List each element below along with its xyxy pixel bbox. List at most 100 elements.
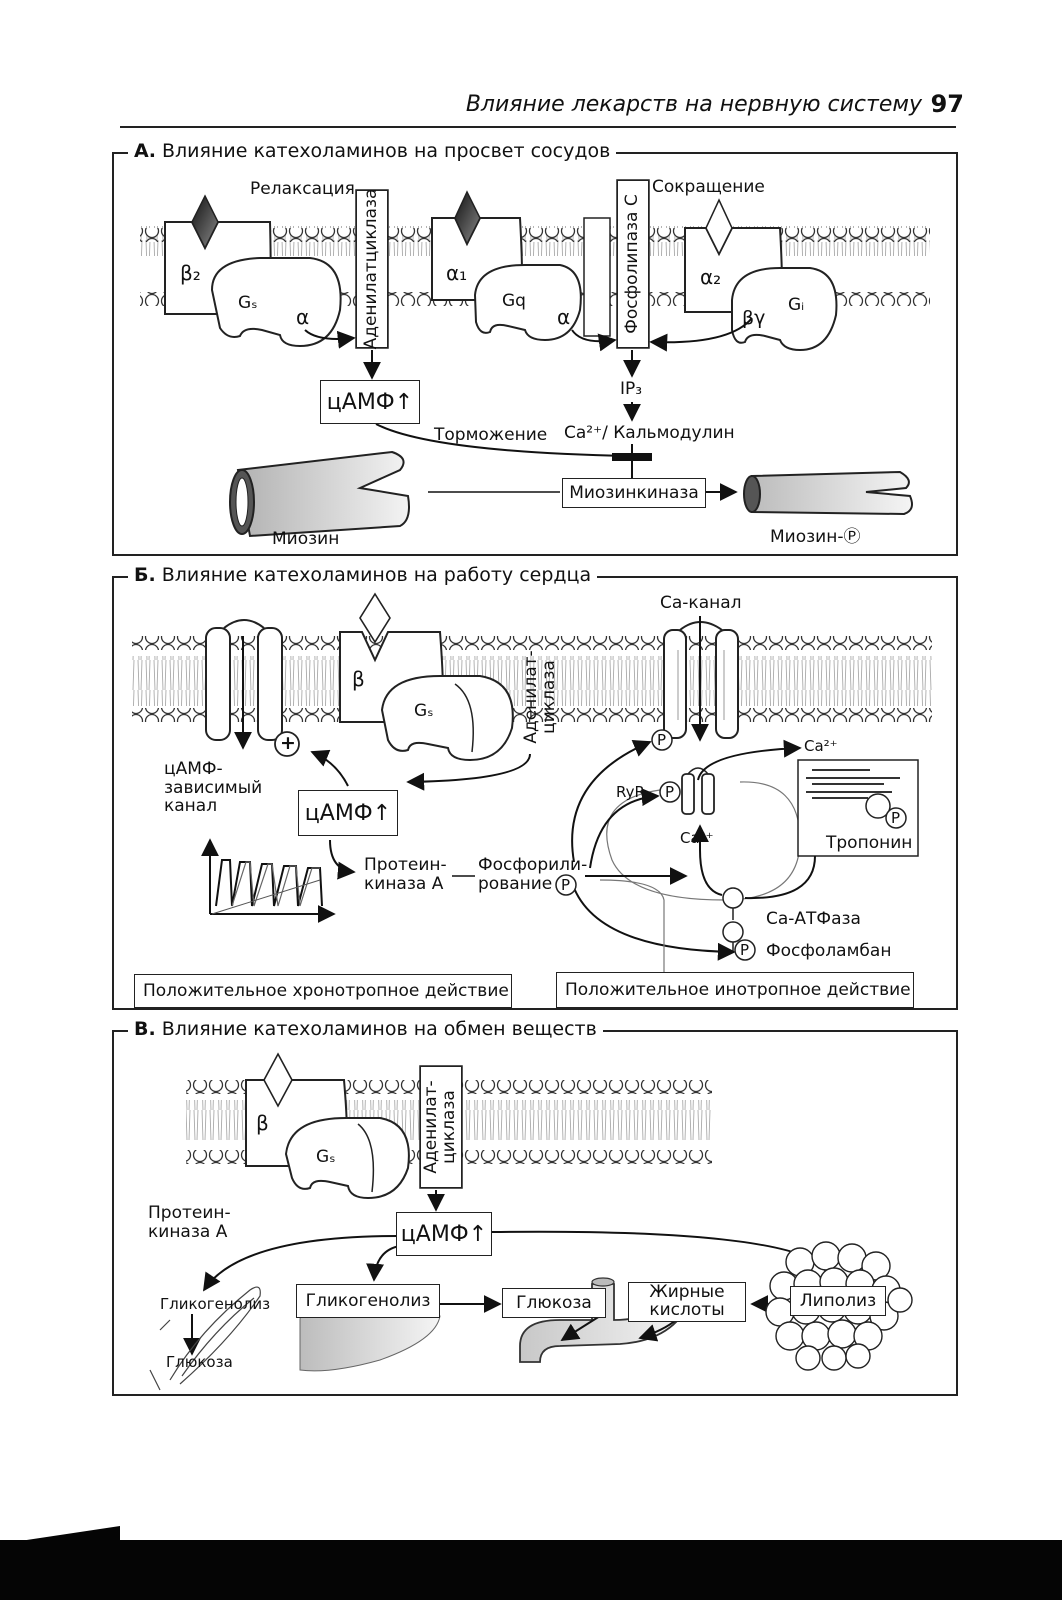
agonist-diamond-open	[359, 592, 391, 644]
inotropic-bracket-line	[599, 879, 665, 972]
myosin-p-label: Миозин-Ⓟ	[770, 527, 861, 547]
phospholamban-label: Фосфоламбан	[766, 941, 892, 961]
arrow-bg-to-plc	[649, 317, 753, 352]
beta-gamma-label: βγ	[742, 307, 766, 329]
inhibition-line	[375, 423, 631, 457]
protein-kinase-label-b: Протеин- киназа А	[364, 855, 447, 894]
agonist-diamond	[454, 190, 481, 246]
lipolysis-box: Липолиз	[790, 1286, 886, 1316]
action-potential-graph	[201, 838, 336, 923]
chronotropic-effect-box: Положительное хронотропное действие	[134, 974, 512, 1008]
panel-b-letter: Б.	[134, 564, 156, 586]
gs-label-b: Gₛ	[414, 701, 434, 721]
relaxation-label: Релаксация	[250, 179, 355, 199]
gs-protein-b	[380, 675, 514, 762]
camp-box-b: цАМФ↑	[298, 790, 398, 836]
adenylate-cyclase-box-c: Аденилат- циклаза	[420, 1066, 462, 1188]
camp-to-channel-arrow	[310, 749, 349, 787]
gi-label: Gᵢ	[788, 295, 805, 315]
ca-calmodulin-label: Ca²⁺/ Кальмодулин	[564, 423, 735, 443]
running-header-title: Влияние лекарств на нервную систему	[465, 92, 922, 117]
ca-channel-label: Ca-канал	[660, 593, 742, 613]
adenylate-cyclase-box-b: Аденилат- циклаза	[518, 650, 564, 744]
glucose-box: Глюкоза	[502, 1288, 606, 1318]
fat-cells	[765, 1241, 913, 1371]
panel-c-letter: В.	[134, 1018, 156, 1040]
fatty-acids-box: Жирные кислоты	[628, 1282, 746, 1322]
camp-box-a: цАМФ↑	[320, 380, 420, 424]
troponin-graphic	[797, 759, 919, 857]
camp-box-c: цАМФ↑	[396, 1212, 492, 1256]
panel-a-title-text: Влияние катехоламинов на просвет сосудов	[161, 140, 611, 162]
camp-channel-label: цАМФ- зависимый канал	[164, 759, 263, 817]
plus-symbol: +	[280, 732, 296, 754]
beta-label-b: β	[352, 667, 365, 691]
inhibition-bar	[612, 453, 652, 461]
alpha-subunit-label-a: α	[296, 305, 310, 329]
inhibition-label: Торможение	[434, 425, 548, 445]
inotropic-effect-box: Положительное инотропное действие	[556, 972, 914, 1008]
panel-a-letter: А.	[134, 140, 156, 162]
gs-label-c: Gₛ	[316, 1147, 336, 1167]
ca-store-label: Ca²⁺	[680, 829, 714, 847]
camp-to-pka-arrow	[329, 839, 356, 880]
ip3-label: IP₃	[620, 379, 643, 399]
p-symbol-phospholamban: P	[740, 941, 750, 959]
troponin-to-atpase-line	[744, 855, 816, 900]
camp-to-muscle-arrow	[203, 1235, 399, 1292]
myosin-kinase-box: Миозинкиназа	[562, 478, 706, 508]
troponin-label: Тропонин	[826, 833, 913, 853]
ca-release-arrow	[697, 739, 802, 781]
myosin-label: Миозин	[272, 529, 340, 549]
ryr-label: RyR	[616, 783, 645, 801]
arrow-alpha-to-ac	[304, 329, 356, 349]
scan-shadow-bar	[0, 1540, 1062, 1600]
panel-b-title: Б. Влияние катехоламинов на работу сердц…	[128, 564, 598, 586]
gq-label: Gq	[502, 291, 526, 311]
phospholipase-c-label: Фосфолипаза С	[622, 194, 643, 334]
agonist-diamond-open	[705, 198, 733, 256]
adenylate-cyclase-label-a: Аденилатциклаза	[361, 188, 382, 350]
gq-protein	[473, 264, 582, 342]
myosin-filament	[229, 450, 410, 538]
gs-protein-a	[210, 257, 342, 348]
camp-to-lipolysis-arrow	[491, 1230, 834, 1278]
arrow-alpha-to-plc	[571, 329, 617, 352]
adenylate-cyclase-label-b: Аденилат- циклаза	[521, 650, 559, 744]
beta2-label: β₂	[180, 261, 201, 285]
gi-protein	[731, 267, 838, 352]
panel-c-title-text: Влияние катехоламинов на обмен веществ	[161, 1018, 597, 1040]
ca-top-label: Ca²⁺	[804, 737, 838, 755]
gs-protein-c	[284, 1117, 410, 1200]
page-number: 97	[930, 90, 964, 118]
myosin-p-filament	[743, 470, 913, 516]
phosphorylation-label: Фосфорили- рование	[478, 855, 588, 894]
alpha2-label: α₂	[700, 265, 722, 289]
protein-kinase-label-c: Протеин- киназа А	[148, 1203, 231, 1242]
p-symbol-ca-channel: P	[657, 731, 667, 749]
contraction-label: Сокращение	[652, 177, 765, 197]
alpha-subunit-label-q: α	[557, 305, 571, 329]
camp-dependent-channel	[205, 619, 283, 741]
membrane-protein-bar	[583, 217, 611, 337]
muscle-sketch	[149, 1286, 261, 1391]
p-symbol-troponin: P	[891, 809, 901, 827]
panel-a-title: А. Влияние катехоламинов на просвет сосу…	[128, 140, 617, 162]
adenylate-cyclase-box-a: Аденилатциклаза	[356, 188, 388, 350]
glycogenolysis-muscle-label: Гликогенолиз	[160, 1295, 271, 1313]
agonist-diamond-open	[263, 1052, 293, 1108]
ca-atpase-label: Ca-АТФаза	[766, 909, 861, 929]
phos-to-phospholamban-arrow	[573, 887, 736, 961]
adenylate-cyclase-label-c: Аденилат- циклаза	[421, 1080, 459, 1174]
scan-shadow-wedge	[0, 1526, 120, 1544]
phosphate-circles-b	[555, 729, 907, 961]
ryr-channel	[681, 767, 715, 815]
plus-circle	[274, 731, 300, 757]
alpha1-label: α₁	[446, 261, 468, 285]
phospholamban-protein	[722, 921, 744, 943]
p-symbol-phosphorylation: P	[561, 876, 571, 894]
phos-to-ryr-arrow	[589, 788, 660, 869]
phos-to-ca-channel-arrow	[571, 740, 652, 863]
p-symbol-ryr: P	[665, 783, 675, 801]
ca-atpase-pump	[722, 887, 744, 909]
